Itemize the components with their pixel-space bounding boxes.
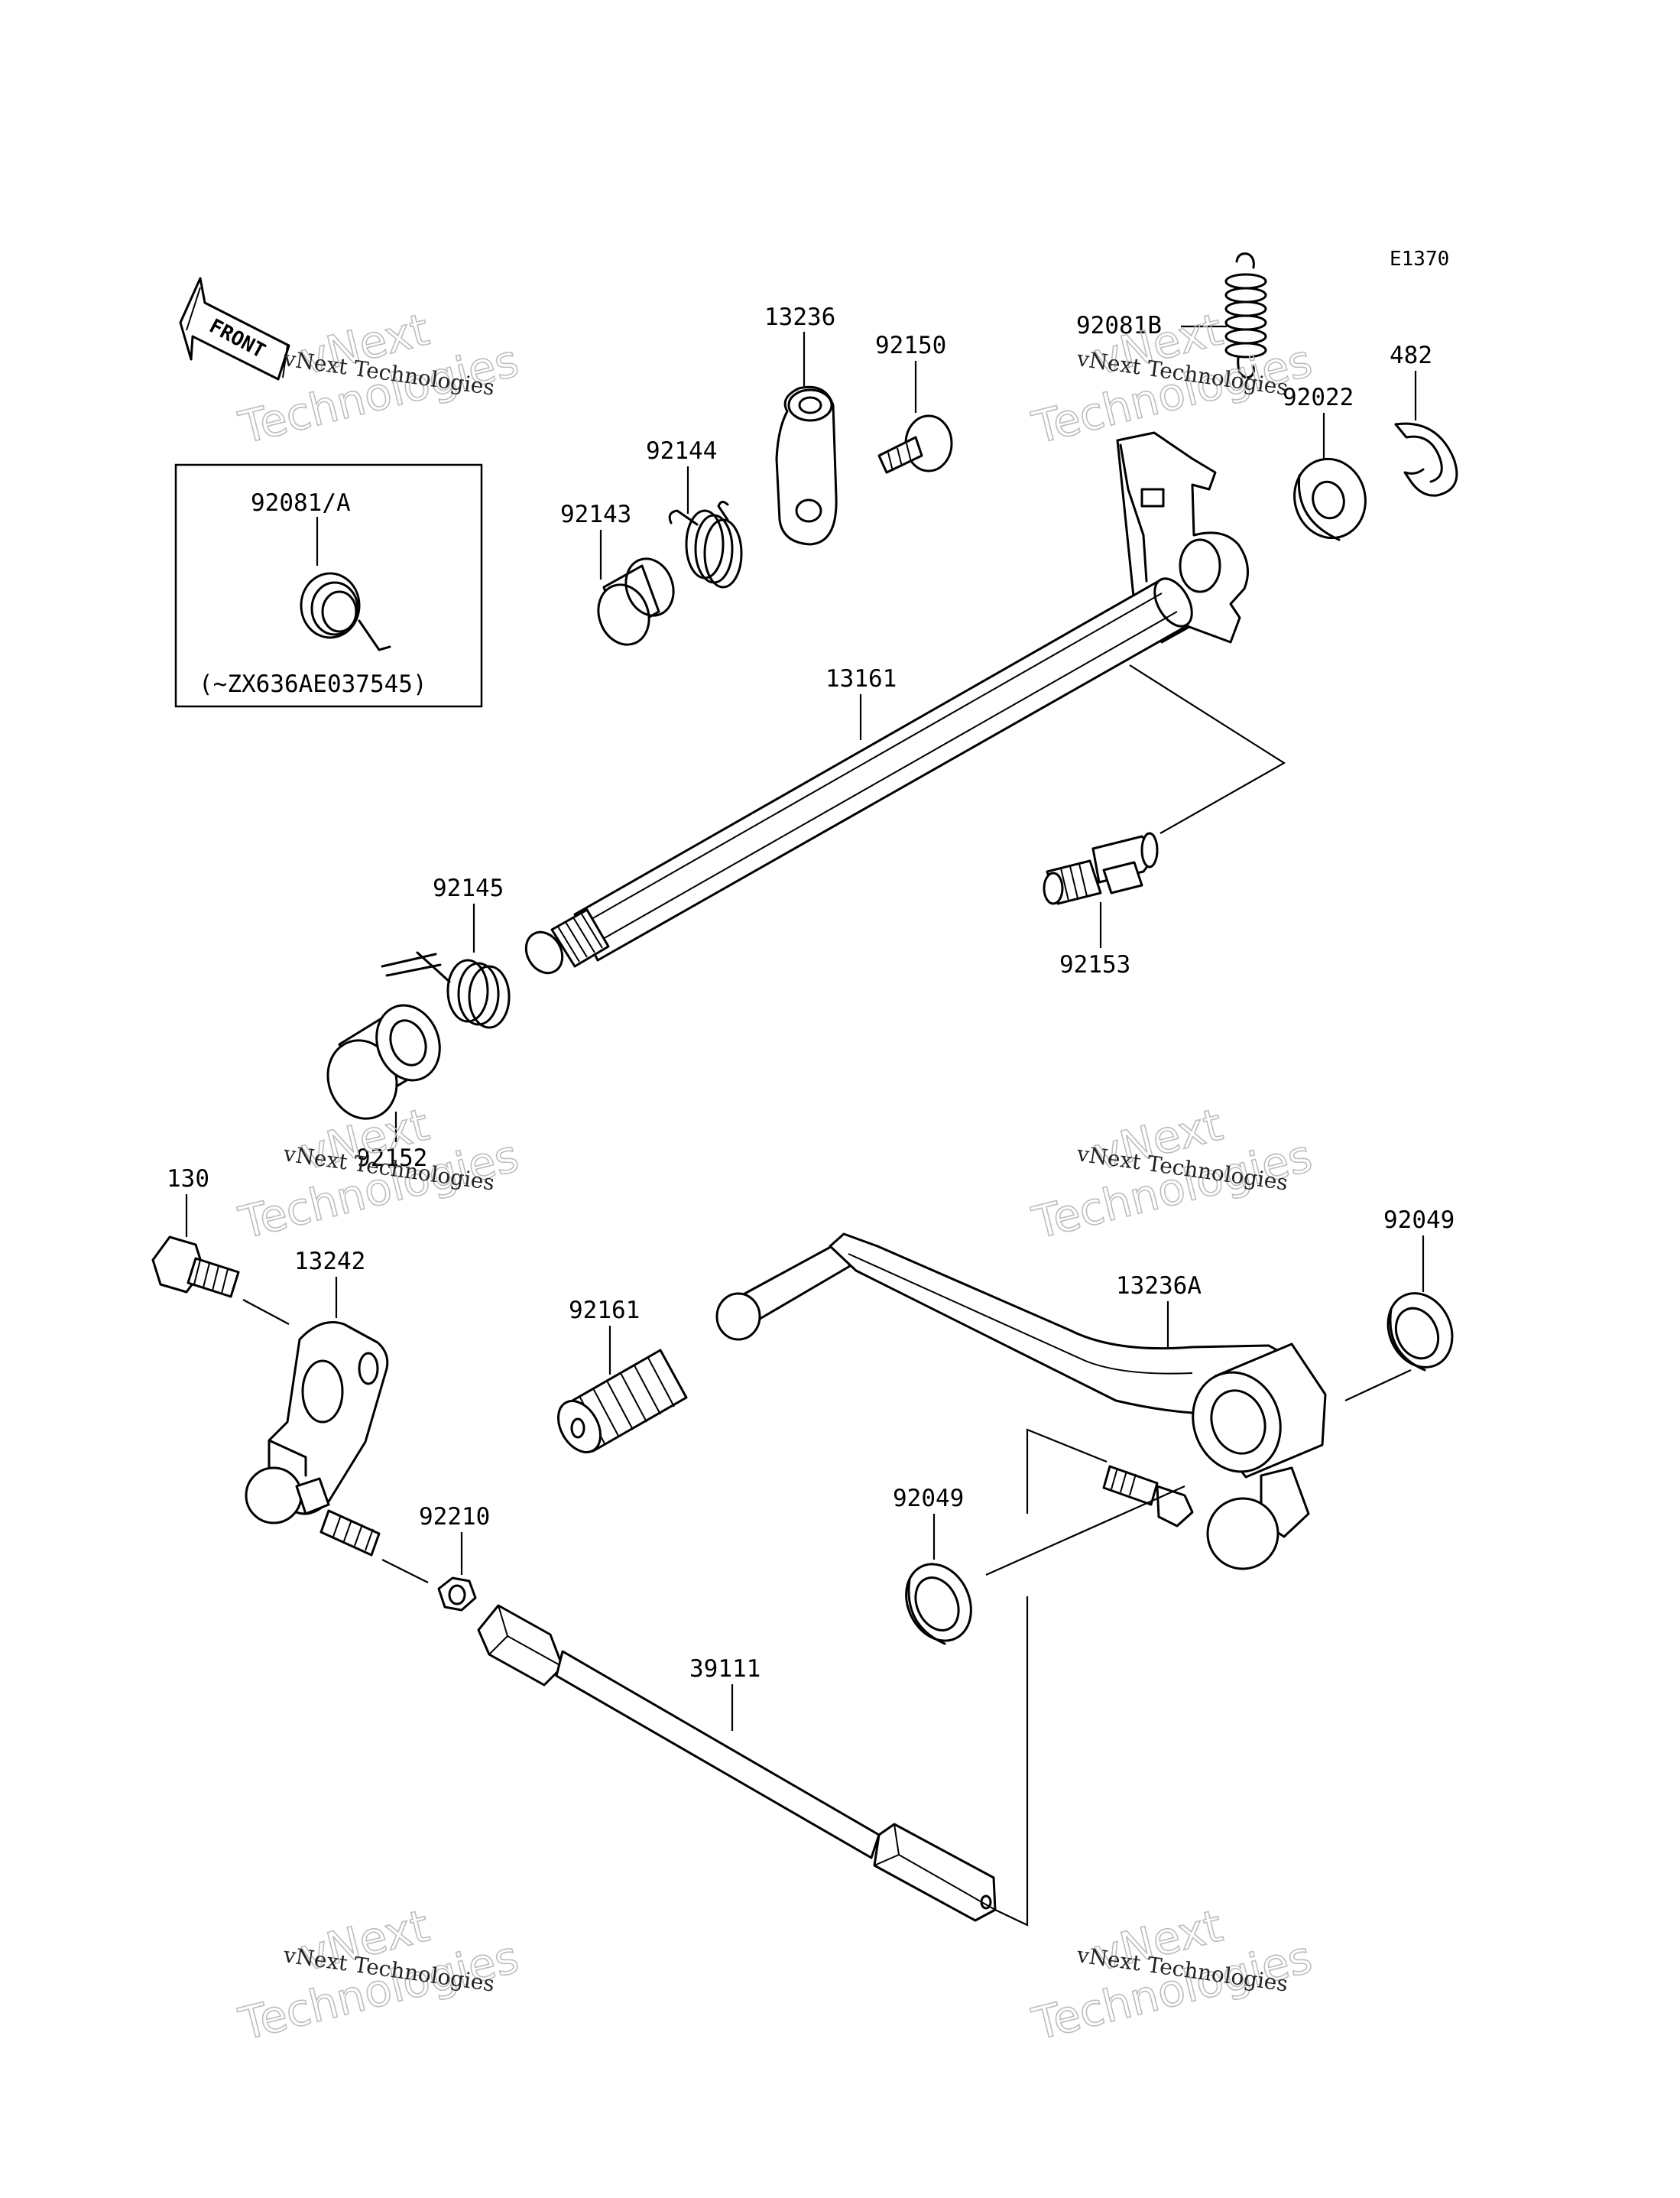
leader-13161-92153 <box>1129 664 1286 834</box>
inset-part-label: 92081/A <box>251 489 351 517</box>
part-92153-stud: 92153 <box>1043 832 1159 979</box>
part-92145-spring: 92145 <box>381 875 511 1029</box>
inset-note: (~ZX636AE037545) <box>199 670 427 698</box>
part-92049-bottom-seal: 92049 <box>893 1485 1185 1645</box>
label-92152: 92152 <box>356 1144 427 1172</box>
leader-39111-92049 <box>994 1428 1108 1927</box>
part-92022-washer: 92022 <box>1283 384 1367 541</box>
label-130: 130 <box>167 1165 209 1193</box>
watermark-bottom-right: vNext Technologies vNext Technologies <box>1026 1899 1318 2051</box>
label-13236: 13236 <box>764 304 835 331</box>
label-13242: 13242 <box>294 1248 365 1275</box>
part-13161-shaft: 13161 <box>524 431 1249 975</box>
part-92152-collar: 92152 <box>326 1004 441 1172</box>
label-92049-bottom: 92049 <box>893 1485 964 1512</box>
inset-box: 92081/A (~ZX636AE037545) <box>174 463 483 708</box>
label-92161: 92161 <box>569 1297 640 1324</box>
part-92210-nut: 92210 <box>419 1503 490 1612</box>
watermark-mid-left: vNext Technologies vNext Technologies <box>233 1098 524 1250</box>
label-92153: 92153 <box>1059 951 1130 979</box>
part-13236-lever: 13236 <box>764 304 838 546</box>
label-92145: 92145 <box>433 875 504 902</box>
part-130-bolt: 130 <box>151 1165 290 1325</box>
inset-spring-icon <box>300 572 391 651</box>
label-13236a: 13236A <box>1116 1272 1202 1300</box>
label-92081b: 92081B <box>1076 312 1162 339</box>
part-92161-peg: 92161 <box>557 1297 688 1453</box>
part-92049-top-seal: 92049 <box>1383 1206 1455 1372</box>
label-92144: 92144 <box>646 437 717 465</box>
label-92210: 92210 <box>419 1503 490 1531</box>
part-39111-rod: 39111 <box>477 1604 997 1922</box>
part-482-circlip: 482 <box>1390 342 1458 497</box>
spring-coils-icon <box>1224 273 1267 359</box>
label-92022: 92022 <box>1283 384 1354 411</box>
label-13161: 13161 <box>825 665 897 693</box>
part-92081b-spring: 92081B <box>1076 252 1267 379</box>
label-92143: 92143 <box>560 501 631 528</box>
watermark-top-right: vNext Technologies vNext Technologies <box>1026 303 1318 455</box>
watermark-mid-right: vNext Technologies vNext Technologies <box>1026 1098 1318 1250</box>
label-92150: 92150 <box>875 332 946 359</box>
front-arrow-icon: FRONT <box>179 277 290 381</box>
label-482: 482 <box>1390 342 1432 369</box>
label-92049-top: 92049 <box>1383 1206 1455 1234</box>
label-39111: 39111 <box>689 1655 761 1683</box>
part-92144-spring: 92144 <box>646 437 743 589</box>
part-13236a-pedal: 13236A <box>715 1232 1412 1570</box>
part-92150-bolt: 92150 <box>875 332 953 474</box>
watermark-bottom-left: vNext Technologies vNext Technologies <box>233 1899 524 2051</box>
part-92143-collar: 92143 <box>560 501 675 646</box>
diagram-ref-code: E1370 <box>1390 248 1449 271</box>
part-13242-lever: 13242 <box>245 1248 429 1583</box>
